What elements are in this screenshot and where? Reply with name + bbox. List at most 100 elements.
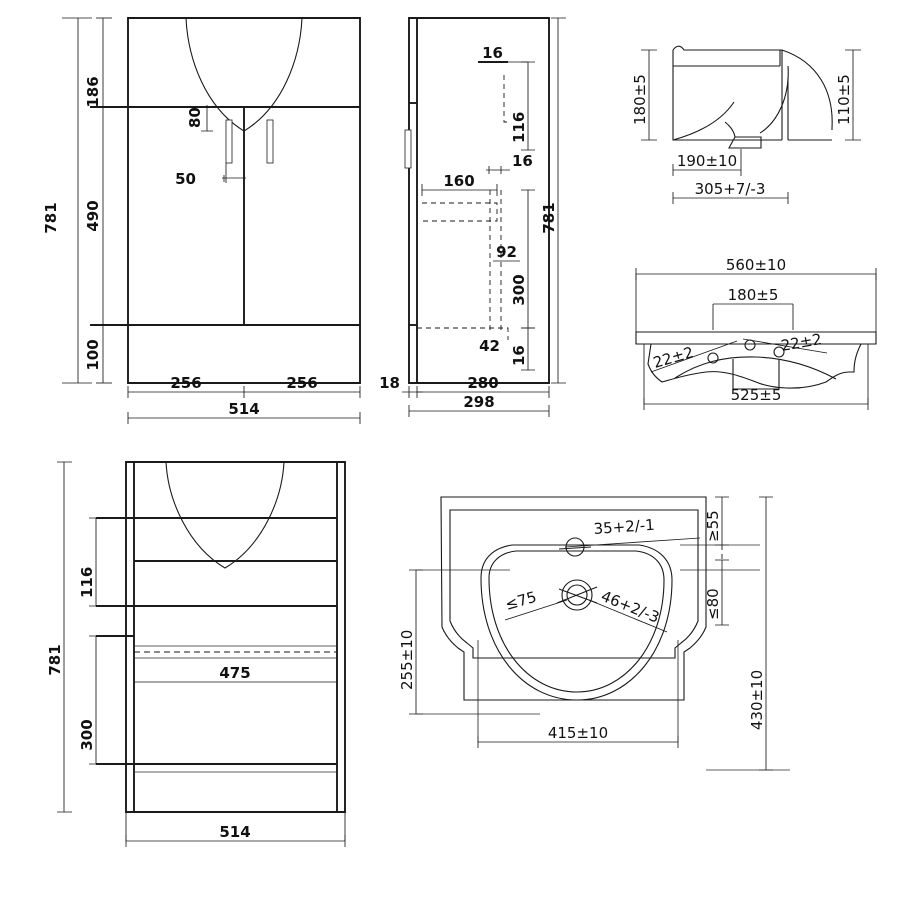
side-handle	[404, 129, 412, 169]
view-side-elevation: 16 116 16 160 92 300 42 16 781 18	[379, 17, 566, 417]
basin-front-bowl-top	[674, 356, 837, 380]
cabinet-outline	[127, 17, 361, 384]
dim-560-ext	[635, 274, 877, 332]
waste-hole-inner	[566, 584, 588, 606]
dim-inner-depth: 280	[467, 374, 498, 392]
dim-190-ticks	[672, 149, 742, 176]
basin-section-bowl-curve	[781, 49, 833, 130]
back-basin-cutout	[165, 461, 285, 569]
dim-781-ticks	[62, 17, 92, 384]
dim-drawer-height: 300	[510, 274, 528, 305]
dim-back-total-height: 781	[46, 644, 64, 675]
dim-front-height: 110±5	[835, 74, 853, 125]
dim-section-total-depth: 305+7/-3	[695, 180, 766, 198]
dim-right-door-width: 256	[286, 374, 317, 392]
view-front-elevation: 80 50 781 186 490 100 256 256 514	[42, 17, 361, 424]
dim-tap-hole-left: 22±2	[651, 343, 696, 372]
dim-514b-ext	[125, 812, 346, 841]
tap-leader-left	[650, 340, 738, 373]
dashed-drawer-sides	[489, 190, 502, 333]
side-outline	[408, 17, 550, 384]
view-basin-side-section: 180±5 110±5 190±10 305+7/-3	[631, 45, 861, 204]
dim-rear-height: 180±5	[631, 74, 649, 125]
dim-300b-ext	[96, 635, 134, 765]
dim-256-ticks	[127, 386, 361, 398]
basin-waste-box	[728, 136, 762, 149]
dim-80-ticks	[201, 106, 213, 132]
view-cabinet-back-elevation: 116 300 781 475 514	[46, 461, 346, 847]
dim-298-ticks	[408, 405, 550, 417]
dim-back-panel: 16	[512, 152, 533, 170]
basin-front-waste-box	[732, 359, 780, 390]
basin-section-inner-curve	[759, 65, 789, 134]
dim-16-bot-ticks	[521, 327, 535, 371]
dim-top-gap: 16	[482, 44, 503, 62]
dashed-drawer-box	[422, 202, 498, 222]
dim-handle-offset-side: 50	[175, 170, 196, 188]
basin-plan-bowl-inner	[488, 550, 665, 693]
dim-back-total-width: 514	[219, 823, 250, 841]
dim-plinth-height: 100	[84, 339, 102, 370]
overflow-hole-axis	[558, 546, 592, 550]
dim-total-width: 514	[228, 400, 259, 418]
dim-16-mid-ticks	[488, 166, 502, 174]
dim-side-total-height: 781	[540, 202, 558, 233]
dim-overflow-hole: 35+2/-1	[593, 516, 655, 538]
tap-hole-centre	[744, 339, 756, 351]
dim-rim-depth: ≤80	[704, 588, 722, 620]
basin-plan-inner-rim	[449, 509, 699, 659]
dim-door-height: 490	[84, 200, 102, 231]
view-basin-front-elevation: 22±2 22±2 560±10 180±5 525±5	[635, 256, 877, 410]
tap-hole-left	[707, 352, 719, 364]
dim-top-section-height: 186	[84, 76, 102, 107]
dim-left-door-width: 256	[170, 374, 201, 392]
overflow-leader	[564, 537, 701, 548]
waste-leader-right	[588, 599, 668, 633]
dim-back-top-panel: 116	[78, 567, 96, 598]
dim-180-ticks	[641, 49, 657, 141]
basin-waste-left	[724, 121, 736, 138]
dim-514-ticks	[127, 412, 361, 424]
basin-section-top-rim	[672, 45, 782, 51]
dim-781-side-ticks	[551, 17, 566, 384]
dim-plan-overall-depth: 430±10	[748, 670, 766, 730]
dim-bowl-depth: 190±10	[677, 152, 737, 170]
right-door-handle	[266, 119, 274, 164]
dim-bowl-slope: ≤75	[503, 588, 538, 614]
dim-110-ticks	[845, 49, 861, 141]
dim-shelf-depth-upper: 116	[510, 112, 528, 143]
dashed-base-line	[417, 327, 509, 340]
dim-basin-overall-width: 560±10	[726, 256, 786, 274]
dim-handle-offset-top: 80	[186, 107, 204, 128]
dim-305-ticks	[672, 192, 789, 204]
basin-plan-outer-rim	[440, 496, 707, 701]
dim-waste-hole: 46+2/-3	[599, 587, 663, 627]
dim-shelf-depth: 160	[443, 172, 474, 190]
dim-rear-ledge: ≥55	[704, 510, 722, 542]
dim-180s-ticks	[712, 304, 794, 330]
dim-116-ticks	[521, 61, 535, 151]
view-basin-plan: 35+2/-1 ≤75 46+2/-3 255±10 415±10 ≥55 ≤8…	[398, 496, 790, 771]
left-door-handle	[225, 119, 233, 164]
dim-525-ext	[643, 344, 869, 404]
basin-section-outline	[672, 50, 782, 141]
dim-panel-thickness: 18	[379, 374, 400, 392]
dim-total-height: 781	[42, 202, 60, 233]
dim-116b-ext	[96, 517, 134, 607]
dim-415-ext	[477, 640, 679, 742]
tap-leader-right	[742, 338, 828, 354]
basin-section-lower-curve	[672, 101, 735, 141]
waste-hole-outer	[561, 579, 593, 611]
dim-plan-bowl-width: 415±10	[548, 724, 608, 742]
dim-total-depth: 298	[463, 393, 494, 411]
dim-80b-ticks	[715, 559, 729, 626]
tap-hole-right-lower	[773, 346, 785, 358]
dim-back-drawer-zone: 300	[78, 719, 96, 750]
dim-50-ticks	[223, 175, 245, 182]
basin-plan-bowl-outer	[480, 544, 673, 701]
back-outline	[125, 461, 346, 813]
dim-basin-bowl-width: 525±5	[731, 386, 782, 404]
dim-base-thickness: 16	[510, 345, 528, 366]
